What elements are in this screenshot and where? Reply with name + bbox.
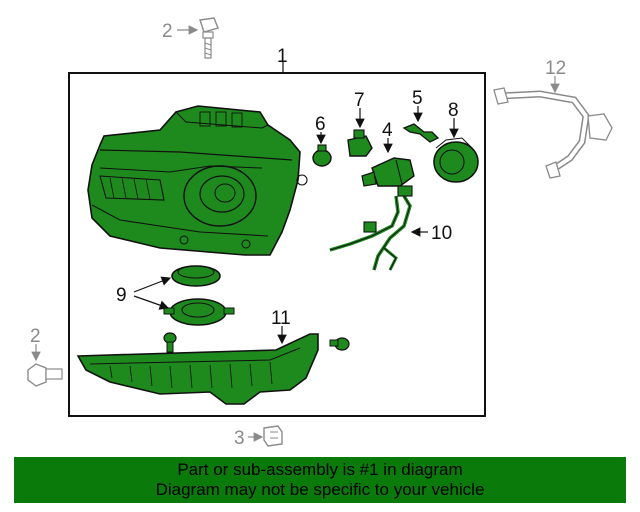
callout-9-leader-b: [133, 295, 170, 310]
callout-6: 6: [315, 114, 326, 135]
callout-10: 10: [431, 223, 452, 244]
info-banner: Part or sub-assembly is #1 in diagram Di…: [14, 457, 626, 503]
assembly-frame: [68, 72, 486, 417]
bolt-left: [27, 363, 63, 387]
screw-center: [163, 332, 177, 353]
callout-9-leader-a: [133, 276, 172, 293]
callout-3: 3: [234, 428, 245, 449]
callout-1: 1: [277, 46, 288, 67]
callout-9: 9: [116, 285, 127, 306]
lower-trim-11: [76, 333, 319, 405]
cover-lower-9: [163, 298, 235, 326]
headlamp-assembly: [87, 105, 308, 256]
callout-2-left: 2: [30, 326, 41, 347]
callout-2-top: 2: [162, 21, 173, 42]
clip-nut: [263, 425, 283, 447]
callout-7: 7: [354, 90, 365, 111]
screw-right: [329, 337, 350, 351]
wire-harness-10: [329, 185, 413, 271]
retainer-clip-5: [402, 123, 440, 143]
bulb-6: [312, 144, 332, 167]
callout-8: 8: [448, 100, 459, 121]
callout-11: 11: [271, 308, 291, 329]
callout-4: 4: [382, 120, 393, 141]
bolt-top: [199, 17, 219, 59]
cover-upper-9: [171, 265, 221, 287]
dust-cap-8: [433, 137, 479, 183]
hid-bulb-4: [361, 157, 415, 187]
callout-5: 5: [412, 88, 423, 109]
callout-12: 12: [545, 58, 566, 79]
bulb-socket-7: [347, 129, 373, 157]
banner-line-2: Diagram may not be specific to your vehi…: [155, 480, 485, 499]
wiring-harness-12: [493, 87, 613, 179]
banner-line-1: Part or sub-assembly is #1 in diagram: [177, 460, 463, 479]
